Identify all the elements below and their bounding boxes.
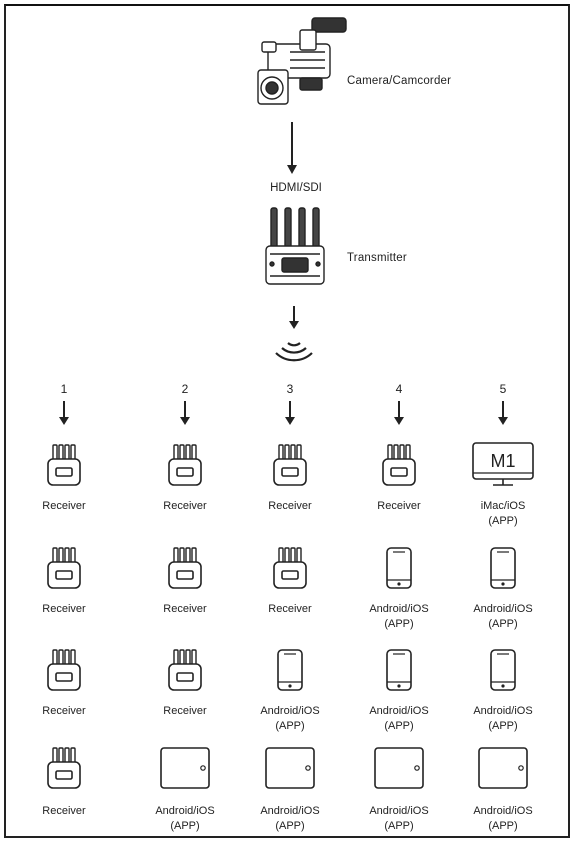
phone-icon <box>386 547 412 589</box>
device-label: Android/iOS (APP) <box>260 704 319 734</box>
device-label: Android/iOS (APP) <box>473 704 532 734</box>
tablet-icon <box>265 747 315 789</box>
device-label: Android/iOS (APP) <box>473 602 532 632</box>
device-label: Android/iOS (APP) <box>369 804 428 834</box>
device-label-line: Android/iOS <box>473 603 533 615</box>
receiver-icon <box>47 444 81 486</box>
tablet-icon <box>478 747 528 789</box>
arrow-camera-to-transmitter <box>287 122 297 174</box>
camcorder-icon <box>257 17 347 105</box>
device-label: Receiver <box>42 805 86 817</box>
device-label-line: (APP) <box>384 820 414 832</box>
device-label-line: (APP) <box>384 618 414 630</box>
transmitter-label: Transmitter <box>347 252 407 264</box>
diagram-frame <box>4 4 570 838</box>
device-label-line: Android/iOS <box>155 805 215 817</box>
device-label: Android/iOS (APP) <box>155 804 214 834</box>
phone-icon <box>490 547 516 589</box>
tablet-icon <box>160 747 210 789</box>
device-label: Receiver <box>42 500 86 512</box>
device-label-line: Android/iOS <box>369 603 429 615</box>
column-number-1: 1 <box>60 382 68 396</box>
device-label-line: Android/iOS <box>473 805 533 817</box>
device-label: Receiver <box>268 603 312 615</box>
hdmi-sdi-label: HDMI/SDI <box>270 182 322 194</box>
column-number-4: 4 <box>395 382 403 396</box>
receiver-icon <box>273 444 307 486</box>
device-label: Receiver <box>42 603 86 615</box>
device-label-line: (APP) <box>384 720 414 732</box>
device-label-line: (APP) <box>488 618 518 630</box>
device-label-line: iMac/iOS <box>480 500 526 512</box>
column-arrow-2 <box>180 401 190 425</box>
receiver-icon <box>47 747 81 789</box>
device-label-line: Android/iOS <box>369 805 429 817</box>
device-label: Android/iOS (APP) <box>473 804 532 834</box>
device-label-line: (APP) <box>275 820 305 832</box>
device-label: Receiver <box>163 705 207 717</box>
receiver-icon <box>168 444 202 486</box>
device-label: Receiver <box>42 705 86 717</box>
column-arrow-1 <box>59 401 69 425</box>
receiver-icon <box>273 547 307 589</box>
wireless-signal-icon <box>275 342 313 362</box>
device-label: Receiver <box>377 500 421 512</box>
device-label-line: Android/iOS <box>369 705 429 717</box>
phone-icon <box>386 649 412 691</box>
monitor-icon: M1 <box>472 442 534 486</box>
device-label: Receiver <box>163 603 207 615</box>
receiver-icon <box>47 649 81 691</box>
device-label: Android/iOS (APP) <box>369 602 428 632</box>
device-label: iMac/iOS (APP) <box>481 499 526 529</box>
receiver-icon <box>168 649 202 691</box>
column-number-3: 3 <box>286 382 294 396</box>
device-label: Android/iOS (APP) <box>369 704 428 734</box>
device-label: Receiver <box>268 500 312 512</box>
column-arrow-3 <box>285 401 295 425</box>
device-label-line: (APP) <box>170 820 200 832</box>
receiver-icon <box>47 547 81 589</box>
device-grid: M1 <box>47 401 534 789</box>
receiver-icon <box>168 547 202 589</box>
device-label-line: (APP) <box>488 720 518 732</box>
column-number-5: 5 <box>499 382 507 396</box>
device-label-line: (APP) <box>488 515 518 527</box>
device-label-line: Android/iOS <box>260 705 320 717</box>
arrow-transmitter-to-wireless <box>289 306 299 329</box>
monitor-text: M1 <box>490 451 515 471</box>
device-label-line: Android/iOS <box>260 805 320 817</box>
phone-icon <box>490 649 516 691</box>
device-label: Android/iOS (APP) <box>260 804 319 834</box>
device-label: Receiver <box>163 500 207 512</box>
column-number-2: 2 <box>181 382 189 396</box>
receiver-icon <box>382 444 416 486</box>
phone-icon <box>277 649 303 691</box>
camera-label: Camera/Camcorder <box>347 75 452 87</box>
device-label-line: (APP) <box>275 720 305 732</box>
column-arrow-5 <box>498 401 508 425</box>
device-label-line: (APP) <box>488 820 518 832</box>
column-arrow-4 <box>394 401 404 425</box>
device-label-line: Android/iOS <box>473 705 533 717</box>
tablet-icon <box>374 747 424 789</box>
transmitter-icon <box>265 207 325 285</box>
